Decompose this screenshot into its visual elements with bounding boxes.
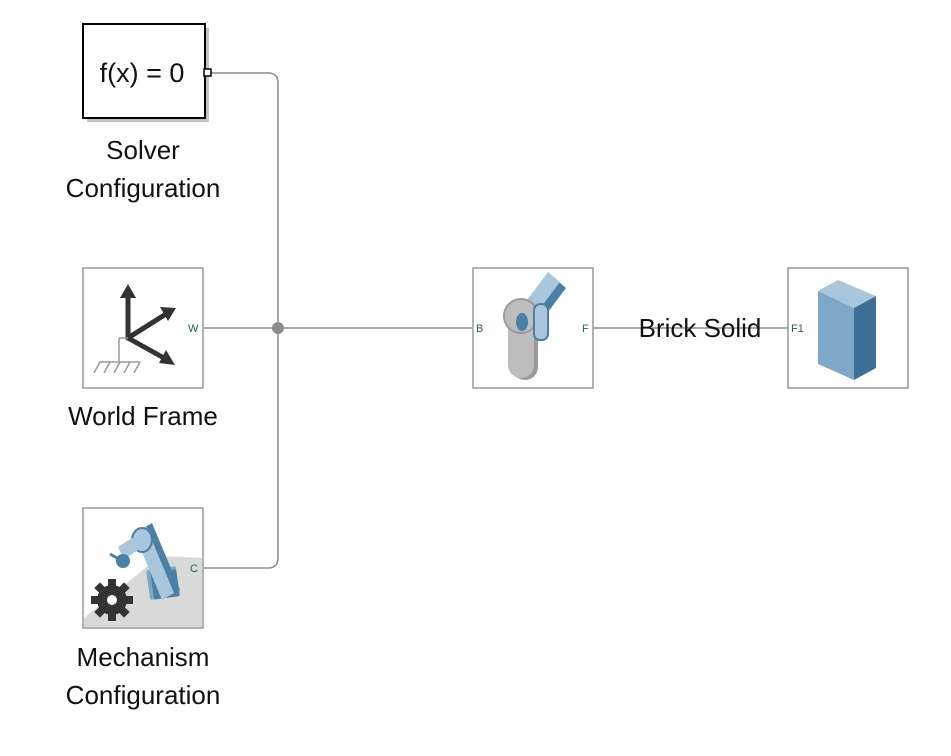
solver-connection-line[interactable] [203, 72, 279, 569]
gear-icon [91, 579, 133, 621]
solver-configuration-block[interactable]: f(x) = 0 [82, 23, 212, 122]
revolute-joint-block[interactable]: B F [472, 267, 594, 389]
mechanism-port-label: C [190, 563, 198, 575]
solver-expression: f(x) = 0 [100, 58, 185, 88]
brick-solid-block[interactable]: F1 [787, 267, 909, 389]
brick-port-label: F1 [791, 323, 804, 335]
brick-solid-label: Brick Solid [639, 313, 762, 343]
world-frame-label: World Frame [68, 401, 218, 431]
junction-node [272, 322, 284, 334]
world-frame-block[interactable]: W [82, 267, 204, 389]
revolute-joint-icon [503, 272, 566, 380]
world-port-label: W [188, 323, 199, 335]
solver-label-line1: Solver [106, 135, 180, 165]
solver-label-line2: Configuration [65, 173, 221, 203]
joint-base-port-label: B [476, 323, 483, 335]
world-frame-icon [93, 284, 176, 374]
mechanism-label-line2: Configuration [65, 680, 221, 710]
mechanism-label-line1: Mechanism [76, 642, 210, 672]
joint-follower-port-label: F [582, 323, 589, 335]
mechanism-configuration-label: Mechanism Configuration [43, 638, 243, 714]
mechanism-configuration-block[interactable]: C [82, 507, 204, 629]
robot-arm-icon [109, 523, 180, 600]
solver-configuration-label: Solver Configuration [43, 131, 243, 207]
connection-lines [203, 72, 788, 569]
solver-port[interactable] [203, 68, 212, 77]
brick-solid-icon [818, 280, 876, 380]
